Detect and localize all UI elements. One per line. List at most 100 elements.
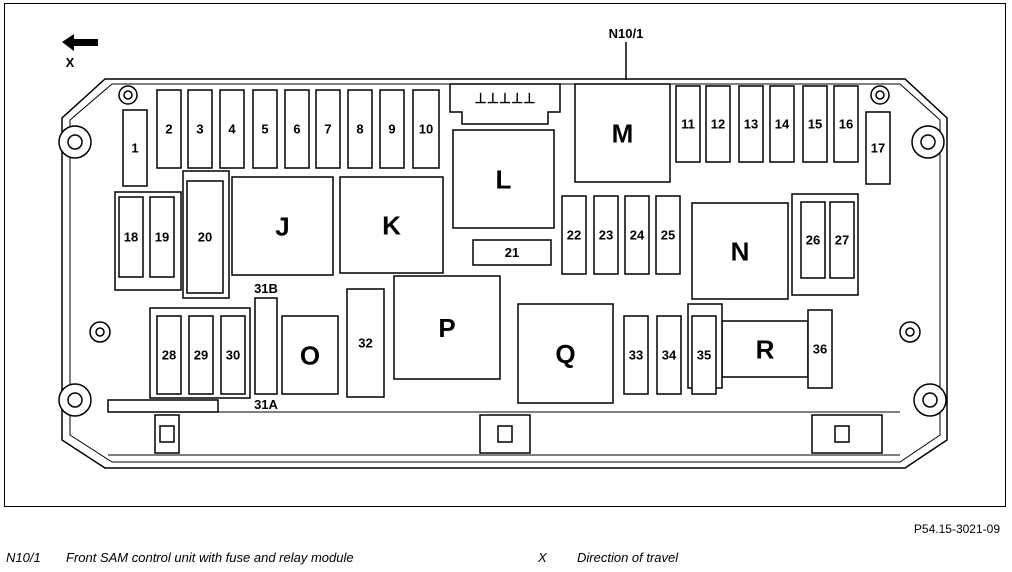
- connector-mark: ⊥⊥⊥⊥⊥: [475, 90, 536, 106]
- fuse-15-label: 15: [808, 117, 822, 132]
- fuse-32-label: 32: [358, 336, 372, 351]
- direction-label: X: [66, 55, 75, 70]
- relay-block-k: K: [339, 176, 444, 274]
- relay-block-p: P: [393, 275, 501, 380]
- fuse-16: 16: [833, 85, 859, 163]
- fuse-22-label: 22: [567, 228, 581, 243]
- fuse-21-label: 21: [505, 245, 519, 260]
- fuse-5-label: 5: [261, 122, 268, 137]
- fuse-18-label: 18: [124, 230, 138, 245]
- fuse-19: 19: [149, 196, 175, 278]
- fuse-16-label: 16: [839, 117, 853, 132]
- fuse-30: 30: [220, 315, 246, 395]
- callout-label: N10/1: [609, 26, 644, 41]
- fuse-15: 15: [802, 85, 828, 163]
- relay-block-j-label: J: [275, 211, 289, 241]
- legend-text-2: Direction of travel: [577, 550, 679, 565]
- fuse-1: 1: [122, 109, 148, 187]
- fuse-2: 2: [156, 89, 182, 169]
- fuse-14: 14: [769, 85, 795, 163]
- fuse-7: 7: [315, 89, 341, 169]
- fuse-11-label: 11: [681, 117, 695, 132]
- housing-outline: [61, 78, 948, 469]
- fuse-25-label: 25: [661, 228, 675, 243]
- fuse-17: 17: [865, 111, 891, 185]
- fuse-21: 21: [472, 239, 552, 266]
- fuse-31b-label: 31B: [254, 281, 278, 296]
- relay-block-j: J: [231, 176, 334, 276]
- fuse-23-label: 23: [599, 228, 613, 243]
- fuse-35: 35: [691, 315, 717, 395]
- legend-code-2: X: [538, 550, 547, 565]
- fuse-36: 36: [807, 309, 833, 389]
- fuse-34: 34: [656, 315, 682, 395]
- diagram-frame: [4, 3, 1006, 507]
- connector: [449, 83, 561, 125]
- fuse-20: 20: [186, 180, 224, 294]
- mount-lugs: [58, 85, 947, 417]
- fuse-30-label: 30: [226, 348, 240, 363]
- fuse-33: 33: [623, 315, 649, 395]
- fuse-33-label: 33: [629, 348, 643, 363]
- legend-code-1: N10/1: [6, 550, 41, 565]
- fuse-36-label: 36: [813, 342, 827, 357]
- fuse-28-label: 28: [162, 348, 176, 363]
- fuse-23: 23: [593, 195, 619, 275]
- fuse-11: 11: [675, 85, 701, 163]
- fuse-35-label: 35: [697, 348, 711, 363]
- relay-block-q: Q: [517, 303, 614, 404]
- fuse-14-label: 14: [775, 117, 790, 132]
- fuse-26-label: 26: [806, 233, 820, 248]
- fuse-31b: 31B: [254, 281, 278, 395]
- fuse-24: 24: [624, 195, 650, 275]
- fuse-4: 4: [219, 89, 245, 169]
- fuse-3-label: 3: [196, 122, 203, 137]
- fuse-12: 12: [705, 85, 731, 163]
- fuse-20-label: 20: [198, 230, 212, 245]
- relay-block-n: N: [691, 202, 789, 300]
- relay-block-m-label: M: [612, 118, 634, 148]
- fuse-4-label: 4: [228, 122, 236, 137]
- relay-block-p-label: P: [438, 313, 455, 343]
- fuse-31a-label: 31A: [254, 397, 278, 412]
- fuse-27: 27: [829, 201, 855, 279]
- relay-block-l: L: [452, 129, 555, 229]
- relay-block-r-label: R: [756, 334, 775, 364]
- relay-block-q-label: Q: [555, 339, 575, 369]
- fuse-8-label: 8: [356, 122, 363, 137]
- fuse-6-label: 6: [293, 122, 300, 137]
- relay-block-m: M: [574, 83, 671, 183]
- fuse-2-label: 2: [165, 122, 172, 137]
- fuse-29-label: 29: [194, 348, 208, 363]
- relay-block-r: R: [721, 320, 809, 378]
- relay-block-l-label: L: [496, 164, 512, 194]
- fuse-12-label: 12: [711, 117, 725, 132]
- fuse-8: 8: [347, 89, 373, 169]
- housing-inner: [69, 83, 941, 463]
- figure-reference: P54.15-3021-09: [913, 522, 1000, 536]
- fuse-9: 9: [379, 89, 405, 169]
- fuse-32: 32: [346, 288, 385, 398]
- fuse-34-label: 34: [662, 348, 677, 363]
- fuse-25: 25: [655, 195, 681, 275]
- fuse-19-label: 19: [155, 230, 169, 245]
- fuse-7-label: 7: [324, 122, 331, 137]
- fuse-13: 13: [738, 85, 764, 163]
- fuse-29: 29: [188, 315, 214, 395]
- fuse-26: 26: [800, 201, 826, 279]
- fuse-28: 28: [156, 315, 182, 395]
- relay-block-o: O: [281, 315, 339, 395]
- legend-text-1: Front SAM control unit with fuse and rel…: [66, 550, 354, 565]
- fuse-17-label: 17: [871, 141, 885, 156]
- relay-block-o-label: O: [300, 340, 320, 370]
- fuse-6: 6: [284, 89, 310, 169]
- fuse-5: 5: [252, 89, 278, 169]
- fuse-13-label: 13: [744, 117, 758, 132]
- relay-block-n-label: N: [731, 236, 750, 266]
- fuse-10: 10: [412, 89, 440, 169]
- fuse-10-label: 10: [419, 122, 433, 137]
- relay-block-k-label: K: [382, 210, 401, 240]
- fuse-22: 22: [561, 195, 587, 275]
